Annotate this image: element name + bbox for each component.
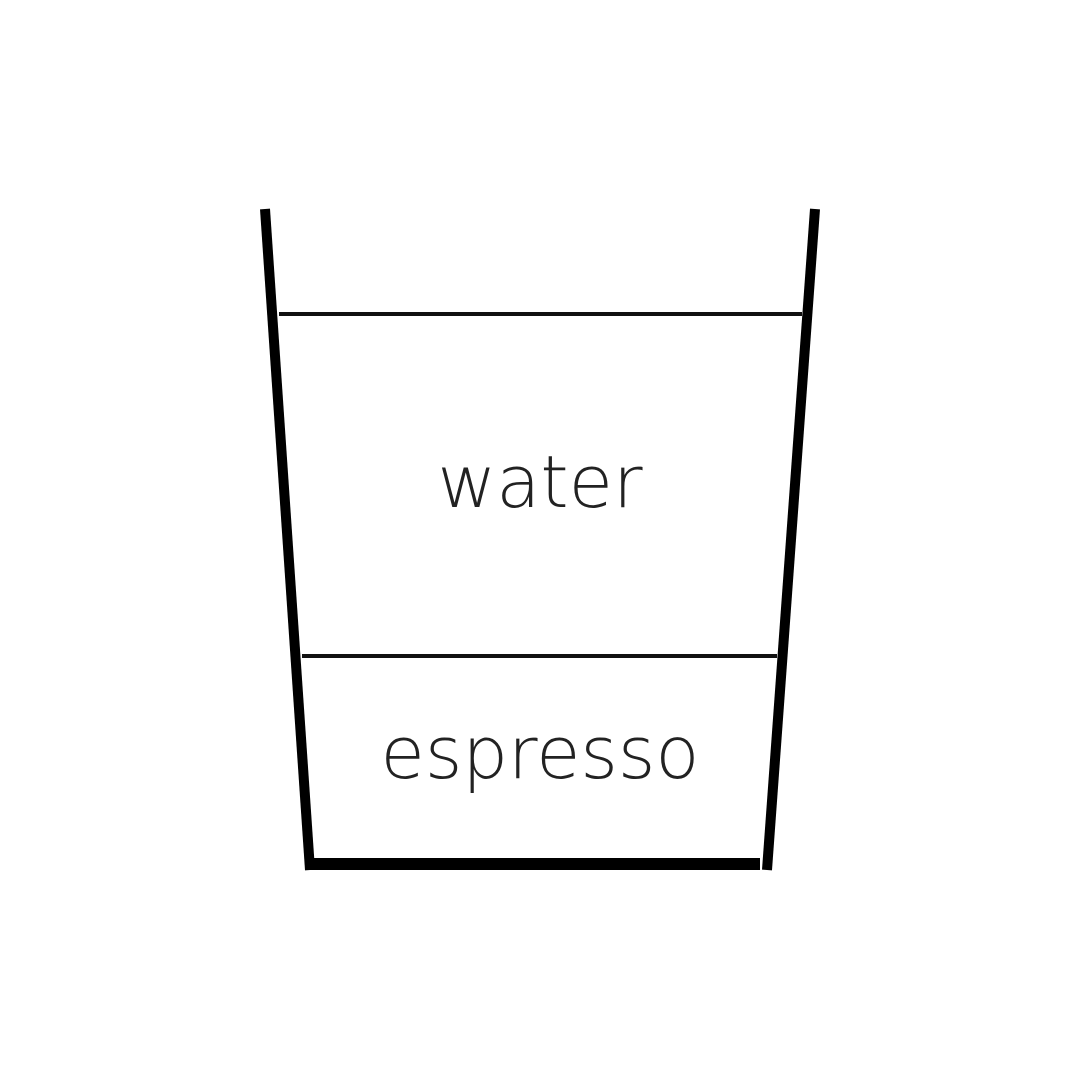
cup-right-wall [762, 208, 820, 871]
layer-label-water: water [437, 440, 643, 524]
cup-left-wall [260, 208, 315, 871]
layer-label-espresso: espresso [381, 711, 700, 795]
